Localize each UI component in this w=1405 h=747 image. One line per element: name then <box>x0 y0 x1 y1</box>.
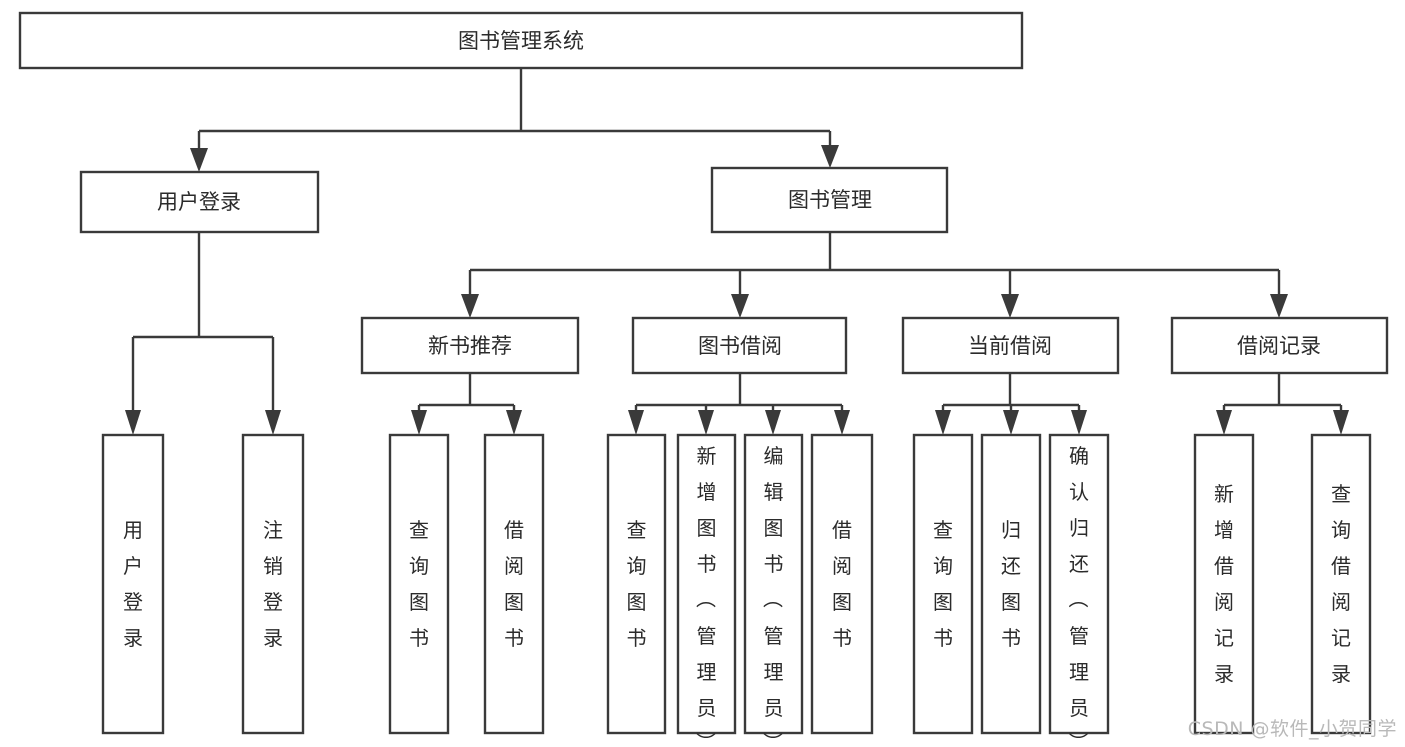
node-root-box[interactable] <box>18 11 1024 70</box>
arrow-head-icon <box>628 410 644 435</box>
leaf-node-box[interactable] <box>101 433 165 735</box>
leaf-node-box[interactable] <box>241 433 305 735</box>
arrow-head-icon <box>698 410 714 435</box>
leaf-node[interactable]: 借阅图书 <box>483 433 545 735</box>
arrow-head-icon <box>731 294 749 318</box>
node-book-borrow[interactable]: 图书借阅 <box>631 316 848 375</box>
leaf-node[interactable]: 查询图书 <box>912 433 974 735</box>
node-new-book-recommend[interactable]: 新书推荐 <box>360 316 580 375</box>
leaf-node-label: 查询图书 <box>409 518 429 650</box>
connector-group-book-mgmt <box>461 232 1288 318</box>
arrow-head-icon <box>411 410 427 435</box>
leaf-node-box[interactable] <box>483 433 545 735</box>
connector-group-root <box>190 68 839 172</box>
arrow-head-icon <box>1333 410 1349 435</box>
node-book-management[interactable]: 图书管理 <box>710 166 949 234</box>
node-root[interactable]: 图书管理系统 <box>18 11 1024 70</box>
leaf-node[interactable]: 新增图书（管理员） <box>676 433 737 747</box>
leaf-node-label: 新增图书（管理员） <box>696 444 717 747</box>
leaf-node-label: 编辑图书（管理员） <box>763 444 784 747</box>
node-book-management-box[interactable] <box>710 166 949 234</box>
node-user-login-box[interactable] <box>79 170 320 234</box>
arrow-head-icon <box>461 294 479 318</box>
arrow-head-icon <box>1071 410 1087 435</box>
leaf-node[interactable]: 确认归还（管理员） <box>1048 433 1110 747</box>
arrow-head-icon <box>935 410 951 435</box>
leaf-node-box[interactable] <box>743 433 804 735</box>
arrow-head-icon <box>1003 410 1019 435</box>
arrow-head-icon <box>1270 294 1288 318</box>
leaf-node[interactable]: 查询图书 <box>606 433 667 735</box>
leaf-node-label: 确认归还（管理员） <box>1068 444 1089 747</box>
leaf-node-box[interactable] <box>1193 433 1255 735</box>
leaf-node-box[interactable] <box>388 433 450 735</box>
node-root-label: 图书管理系统 <box>458 29 584 53</box>
leaf-node[interactable]: 查询图书 <box>388 433 450 735</box>
node-book-management-label: 图书管理 <box>788 188 872 212</box>
leaf-node-box[interactable] <box>676 433 737 735</box>
leaf-node-label: 查询借阅记录 <box>1331 482 1351 686</box>
leaf-node-label: 注销登录 <box>263 518 283 650</box>
leaf-node[interactable]: 查询借阅记录 <box>1310 433 1372 735</box>
leaf-node-box[interactable] <box>606 433 667 735</box>
leaf-node-label: 用户登录 <box>123 518 143 650</box>
connector-group-current-borrow <box>935 373 1087 435</box>
node-borrow-record-label: 借阅记录 <box>1237 334 1321 358</box>
leaf-node-label: 查询图书 <box>627 518 647 650</box>
leaf-node-label: 借阅图书 <box>832 518 852 650</box>
arrow-head-icon <box>265 410 281 435</box>
leaf-node[interactable]: 注销登录 <box>241 433 305 735</box>
leaf-node-label: 借阅图书 <box>504 518 524 650</box>
node-user-login[interactable]: 用户登录 <box>79 170 320 234</box>
node-new-book-recommend-box[interactable] <box>360 316 580 375</box>
connector-group-borrow <box>628 373 850 435</box>
leaf-node-box[interactable] <box>810 433 874 735</box>
leaf-node-box[interactable] <box>912 433 974 735</box>
arrow-head-icon <box>190 148 208 172</box>
leaf-node[interactable]: 编辑图书（管理员） <box>743 433 804 747</box>
arrow-head-icon <box>1001 294 1019 318</box>
leaf-node-box[interactable] <box>980 433 1042 735</box>
leaf-node-box[interactable] <box>1310 433 1372 735</box>
leaf-node-label: 新增借阅记录 <box>1214 482 1234 686</box>
arrow-head-icon <box>765 410 781 435</box>
leaf-node-label: 查询图书 <box>933 518 953 650</box>
leaf-node-label: 归还图书 <box>1001 518 1021 650</box>
node-current-borrow[interactable]: 当前借阅 <box>901 316 1120 375</box>
node-book-borrow-label: 图书借阅 <box>698 334 782 358</box>
arrow-head-icon <box>506 410 522 435</box>
arrow-head-icon <box>821 145 839 168</box>
arrow-head-icon <box>125 410 141 435</box>
connector-group-borrow-record <box>1216 373 1349 435</box>
leaf-node[interactable]: 新增借阅记录 <box>1193 433 1255 735</box>
connector-group-user-login <box>125 232 281 435</box>
arrow-head-icon <box>1216 410 1232 435</box>
node-current-borrow-label: 当前借阅 <box>968 334 1052 358</box>
leaf-node-layer: 用户登录 注销登录 查询图书 借阅图书 查询图书 新增图书（管理员） 编辑图书（管理员） 借阅… <box>101 433 1372 747</box>
leaf-node-box[interactable] <box>1048 433 1110 735</box>
node-user-login-label: 用户登录 <box>157 190 241 214</box>
node-book-borrow-box[interactable] <box>631 316 848 375</box>
node-borrow-record-box[interactable] <box>1170 316 1389 375</box>
arrow-head-icon <box>834 410 850 435</box>
leaf-node[interactable]: 借阅图书 <box>810 433 874 735</box>
connector-group-new-book <box>411 373 522 435</box>
leaf-node[interactable]: 归还图书 <box>980 433 1042 735</box>
node-borrow-record[interactable]: 借阅记录 <box>1170 316 1389 375</box>
leaf-node[interactable]: 用户登录 <box>101 433 165 735</box>
node-current-borrow-box[interactable] <box>901 316 1120 375</box>
node-new-book-recommend-label: 新书推荐 <box>428 334 512 358</box>
